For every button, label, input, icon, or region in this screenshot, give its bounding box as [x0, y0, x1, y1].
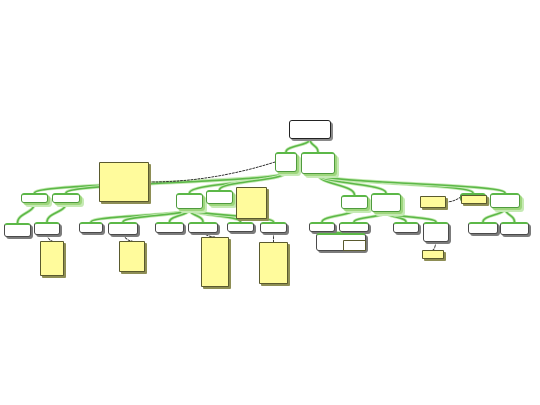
- subtopic-9[interactable]: [309, 222, 335, 232]
- subtopic-14[interactable]: [500, 222, 529, 235]
- connector-b2-t8: [317, 173, 506, 194]
- connector-t6-s12: [385, 211, 437, 223]
- topic-4[interactable]: [206, 190, 233, 204]
- note-6[interactable]: [119, 241, 145, 272]
- topic-5[interactable]: [341, 195, 368, 209]
- note-2[interactable]: [236, 187, 267, 219]
- connector-b1-t4: [218, 171, 287, 191]
- subtopic-6[interactable]: [188, 222, 218, 233]
- subtopic-7[interactable]: [227, 222, 254, 232]
- note-9[interactable]: [422, 250, 444, 259]
- note-link-3: [445, 197, 461, 203]
- topic-2[interactable]: [52, 193, 80, 203]
- subtopic-1[interactable]: [4, 223, 31, 237]
- subtopic-10[interactable]: [339, 222, 369, 232]
- topic-1[interactable]: [21, 193, 48, 203]
- note-1[interactable]: [99, 162, 149, 202]
- note-link-2: [202, 200, 237, 204]
- note-7[interactable]: [201, 237, 229, 287]
- note-5[interactable]: [40, 241, 64, 276]
- root-topic[interactable]: [289, 120, 331, 139]
- subtopic-13[interactable]: [468, 222, 498, 234]
- topic-8[interactable]: [490, 193, 520, 208]
- note-link-1: [148, 161, 276, 183]
- subtopic-4[interactable]: [108, 222, 138, 235]
- note-10[interactable]: [343, 240, 366, 251]
- note-3[interactable]: [420, 196, 446, 208]
- note-8[interactable]: [259, 242, 288, 284]
- connector-t8-s14: [504, 207, 516, 223]
- subtopic-8[interactable]: [260, 222, 287, 233]
- branch-left[interactable]: [275, 152, 297, 172]
- connector-s9-s15: [321, 231, 342, 234]
- connector-root-branch-right: [309, 138, 319, 153]
- connector-t2-s2: [46, 202, 67, 223]
- subtopic-12[interactable]: [423, 222, 449, 242]
- subtopic-2[interactable]: [34, 222, 60, 235]
- topic-6[interactable]: [371, 193, 401, 212]
- subtopic-3[interactable]: [79, 222, 103, 233]
- connector-t5-s9: [321, 208, 356, 223]
- branch-right[interactable]: [301, 152, 335, 174]
- connector-t3-s8: [188, 208, 275, 223]
- note-link-9: [432, 241, 437, 251]
- note-link-7: [202, 232, 216, 238]
- note-link-5: [46, 234, 53, 242]
- subtopic-11[interactable]: [393, 222, 419, 233]
- note-4[interactable]: [461, 195, 487, 204]
- subtopic-5[interactable]: [155, 222, 184, 233]
- note-link-6: [122, 234, 133, 242]
- connector-t1-s1: [16, 202, 36, 224]
- topic-3[interactable]: [176, 193, 203, 209]
